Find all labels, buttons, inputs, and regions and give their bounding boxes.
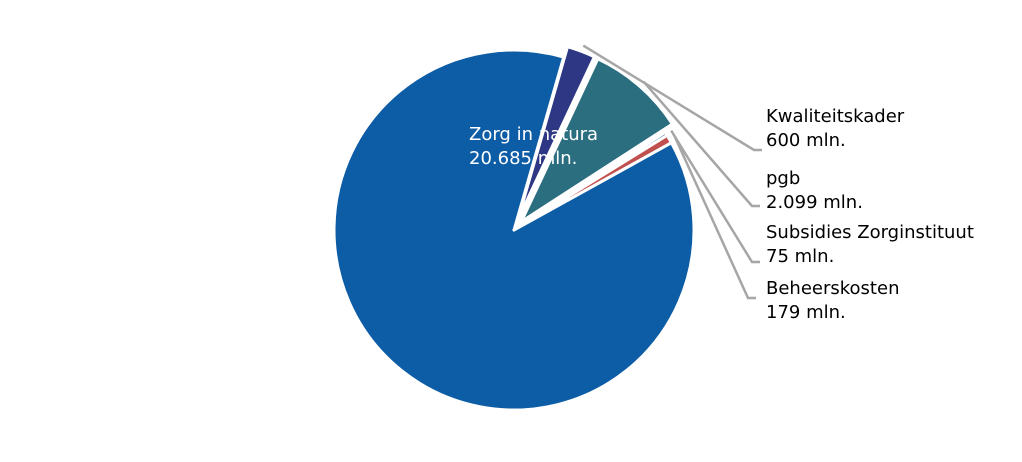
leader-line-kwaliteitskader (582, 44, 762, 152)
pie-slices (332, 45, 696, 412)
leader-line-subsidies-zorginstituut (670, 129, 760, 264)
leader-lines (582, 44, 762, 300)
slice-beheerskosten (512, 133, 673, 232)
leader-line-pgb (642, 80, 760, 208)
leader-line-beheerskosten (673, 135, 756, 300)
slice-kwaliteitskader (516, 45, 596, 222)
slice-pgb (519, 57, 674, 224)
